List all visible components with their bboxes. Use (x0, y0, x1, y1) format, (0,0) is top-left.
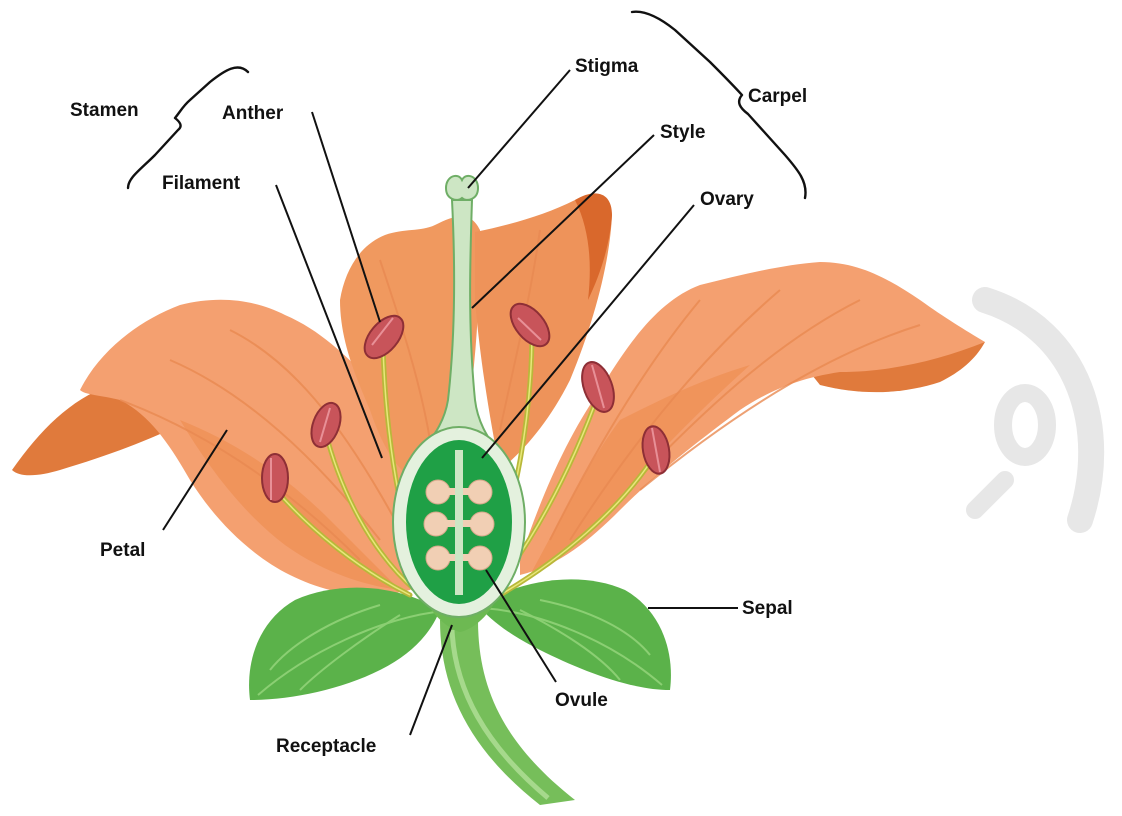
label-anther: Anther (222, 103, 284, 124)
label-filament: Filament (162, 173, 241, 194)
label-carpel: Carpel (748, 86, 807, 107)
ovule-4 (470, 512, 494, 536)
label-style: Style (660, 122, 705, 143)
label-ovary: Ovary (700, 189, 754, 210)
watermark (975, 300, 1091, 520)
right-sepal (478, 579, 671, 690)
left-sepal (249, 588, 440, 700)
label-ovule: Ovule (555, 690, 608, 711)
label-sepal: Sepal (742, 598, 793, 619)
label-receptacle: Receptacle (276, 736, 376, 757)
label-petal: Petal (100, 540, 145, 561)
label-stamen: Stamen (70, 100, 139, 121)
stamen-brace (128, 67, 248, 188)
label-stigma: Stigma (575, 56, 639, 77)
stigma (446, 176, 478, 200)
ovule-3 (424, 512, 448, 536)
anther-3 (262, 454, 288, 502)
